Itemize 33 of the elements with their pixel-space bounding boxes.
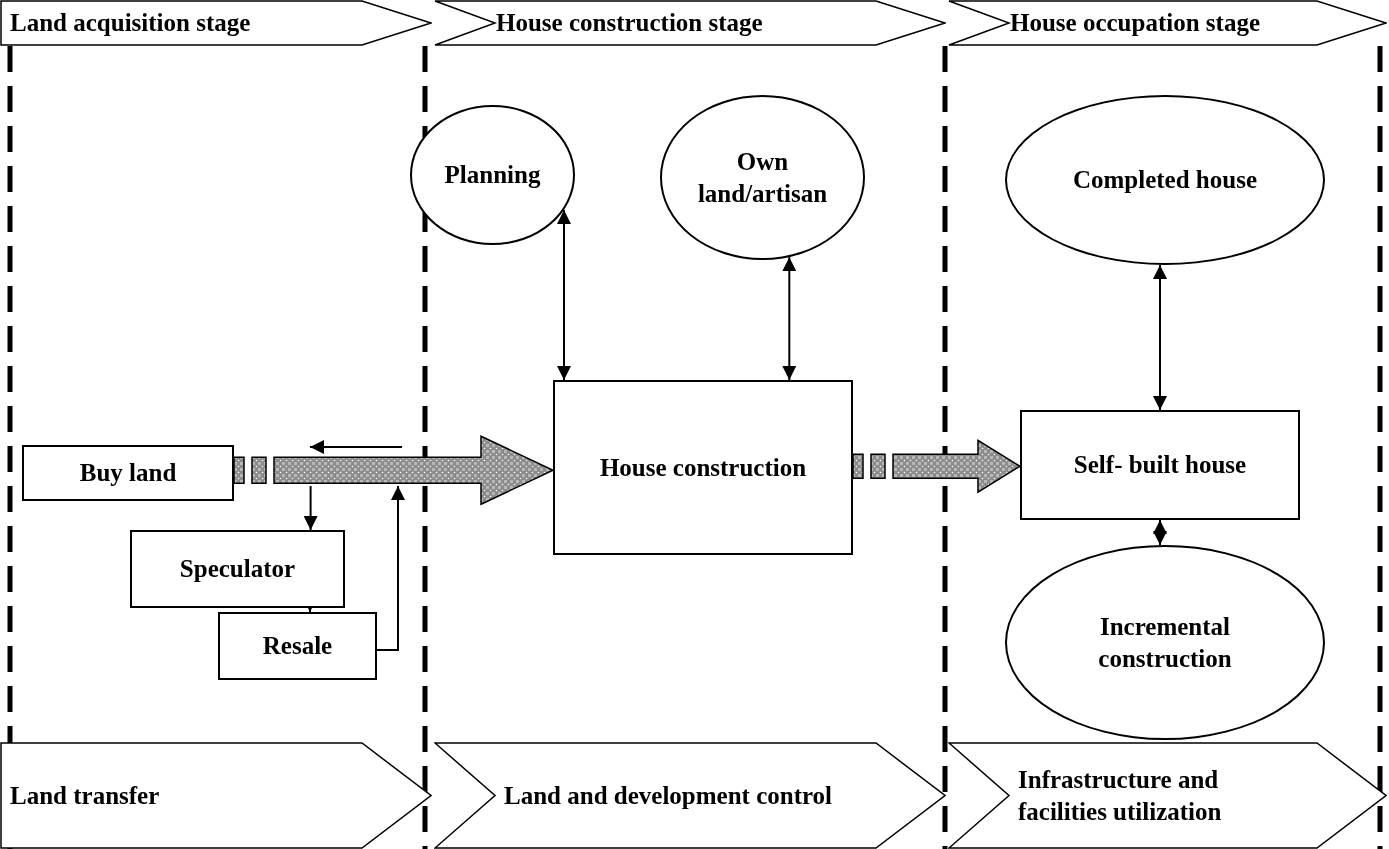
block-arrow [852,438,1022,494]
block-arrow [233,435,555,506]
stage-banner [948,0,1387,46]
node-label: Speculator [179,554,296,585]
process-box [130,530,345,608]
node-label: Planning [444,160,541,191]
stage-label: Land acquisition stage [10,8,251,39]
node-label: Resale [262,631,333,662]
stage-label: House occupation stage [1010,8,1260,39]
node-label: Completed house [1072,165,1257,196]
node-label: House construction [599,452,807,483]
stage-banner [434,742,946,849]
stage-label: Land transfer [10,780,160,811]
arrow [376,485,405,652]
arrow [782,256,797,381]
node-label: Buy land [79,458,177,489]
process-box [218,612,377,680]
node-label: Own land/artisan [696,147,829,209]
arrow [1153,519,1167,547]
process-box [553,380,853,555]
stage-banner [0,742,432,849]
process-box [1020,410,1300,520]
process-box [22,445,234,501]
node-label: Incremental construction [1097,612,1233,674]
stage-banner [434,0,946,46]
arrow [303,485,318,531]
arrow [1153,263,1167,411]
stage-label: Infrastructure and facilities utilization [1018,765,1223,827]
stage-banner [948,742,1387,849]
node-label: Self- built house [1073,450,1247,481]
stage-label: House construction stage [496,8,763,39]
stage-label: Land and development control [504,780,833,811]
stage-banner [0,0,432,46]
